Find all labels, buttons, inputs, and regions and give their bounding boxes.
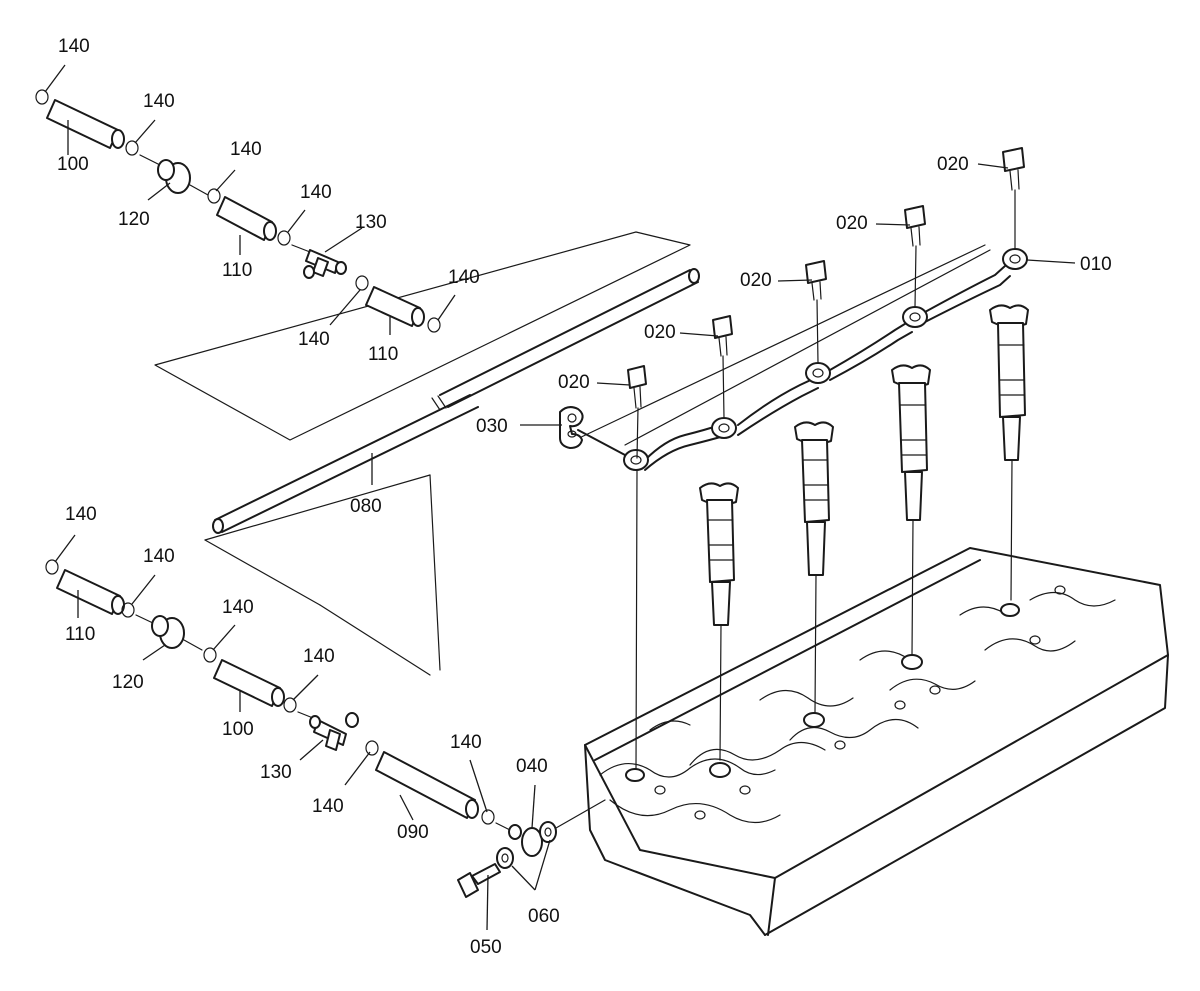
leak-off-rail-010 xyxy=(577,248,1028,471)
label-130-lower: 130 xyxy=(260,762,292,783)
leader-lines xyxy=(44,64,1076,931)
part-labels: 140 140 100 140 120 140 130 110 140 140 … xyxy=(57,36,1112,958)
label-020-e: 020 xyxy=(937,154,969,175)
injector-2 xyxy=(794,421,834,713)
label-140-k: 140 xyxy=(450,732,482,753)
injector-1 xyxy=(699,482,739,761)
label-130-upper: 130 xyxy=(355,212,387,233)
label-020-d: 020 xyxy=(836,213,868,234)
reference-planes xyxy=(154,231,991,676)
label-140-f: 140 xyxy=(298,329,330,350)
injectors xyxy=(635,304,1029,769)
label-140-h: 140 xyxy=(143,546,175,567)
label-050: 050 xyxy=(470,937,502,958)
label-140-i: 140 xyxy=(222,597,254,618)
pipe-clip-030 xyxy=(559,406,584,449)
injector-4 xyxy=(989,304,1029,601)
label-120-upper: 120 xyxy=(118,209,150,230)
label-140-g: 140 xyxy=(65,504,97,525)
label-020-a: 020 xyxy=(558,372,590,393)
label-010: 010 xyxy=(1080,254,1112,275)
label-140-e: 140 xyxy=(448,267,480,288)
label-140-b: 140 xyxy=(143,91,175,112)
label-020-c: 020 xyxy=(740,270,772,291)
label-040: 040 xyxy=(516,756,548,777)
cylinder-head xyxy=(584,547,1169,936)
label-140-d: 140 xyxy=(300,182,332,203)
label-120-lower: 120 xyxy=(112,672,144,693)
label-080: 080 xyxy=(350,496,382,517)
label-030: 030 xyxy=(476,416,508,437)
upper-hose-assembly xyxy=(35,89,441,333)
label-110-upper-a: 110 xyxy=(222,260,252,281)
leak-off-pipe-080 xyxy=(212,268,700,534)
lower-hose-assembly xyxy=(45,559,606,898)
label-100-upper: 100 xyxy=(57,154,89,175)
label-140-l: 140 xyxy=(312,796,344,817)
banjo-bolts-020 xyxy=(627,147,1025,459)
label-140-c: 140 xyxy=(230,139,262,160)
label-110-lower: 110 xyxy=(65,624,95,645)
label-110-upper-b: 110 xyxy=(368,344,398,365)
label-090: 090 xyxy=(397,822,429,843)
injector-3 xyxy=(891,364,931,656)
label-020-b: 020 xyxy=(644,322,676,343)
label-060: 060 xyxy=(528,906,560,927)
label-140-a: 140 xyxy=(58,36,90,57)
label-100-lower: 100 xyxy=(222,719,254,740)
label-140-j: 140 xyxy=(303,646,335,667)
